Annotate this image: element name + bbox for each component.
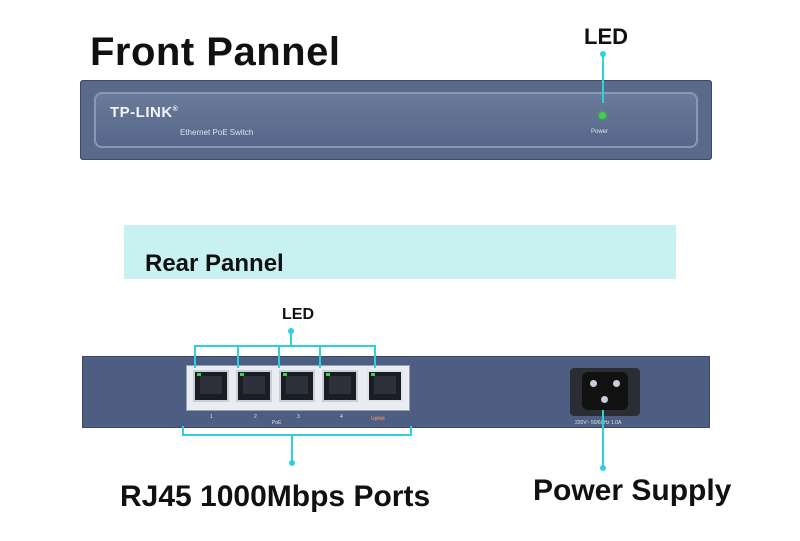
port-number: 1 [210, 414, 213, 420]
rj45-port [322, 370, 358, 402]
brand-text: TP-LINK [110, 104, 173, 121]
port-socket [286, 376, 308, 394]
uplink-label: Uplink [371, 416, 385, 422]
port-socket [374, 376, 396, 394]
rear-panel-title: Rear Pannel [145, 250, 284, 277]
port-led-icon [326, 373, 330, 376]
rear-led-bracket [194, 345, 376, 368]
rear-title-band [124, 225, 676, 279]
power-rating: 220V~ 50/60Hz 1.0A [575, 420, 622, 426]
registered-mark: ® [172, 106, 179, 113]
power-led-label: Power [591, 129, 609, 135]
front-faceplate [94, 92, 698, 148]
socket-pin [613, 380, 620, 387]
port-socket [329, 376, 351, 394]
callout-dot-icon [600, 465, 606, 471]
rear-led-label: LED [282, 306, 314, 323]
port-number: 2 [254, 414, 257, 420]
brand-logo: TP-LINK® [110, 104, 178, 121]
port-led-icon [283, 373, 287, 376]
rj45-port [193, 370, 229, 402]
poe-label: PoE [272, 420, 282, 426]
port-number: 3 [297, 414, 300, 420]
port-socket [243, 376, 265, 394]
rj45-port [236, 370, 272, 402]
callout-dot-icon [289, 460, 295, 466]
model-label: Ethernet PoE Switch [180, 128, 254, 137]
power-caption: Power Supply [533, 474, 732, 507]
socket-pin [590, 380, 597, 387]
port-socket [200, 376, 222, 394]
port-number: 4 [340, 414, 343, 420]
power-led-icon [599, 112, 606, 119]
front-panel-title: Front Pannel [90, 30, 341, 74]
ports-bracket [182, 426, 412, 436]
power-socket-icon [582, 372, 628, 410]
port-led-icon [371, 373, 375, 376]
callout-dot-icon [600, 51, 606, 57]
port-led-icon [197, 373, 201, 376]
front-led-label: LED [584, 24, 628, 49]
callout-dot-icon [288, 328, 294, 334]
ports-caption: RJ45 1000Mbps Ports [120, 480, 431, 513]
rj45-port [279, 370, 315, 402]
uplink-port [367, 370, 403, 402]
socket-pin [601, 396, 608, 403]
port-led-icon [240, 373, 244, 376]
